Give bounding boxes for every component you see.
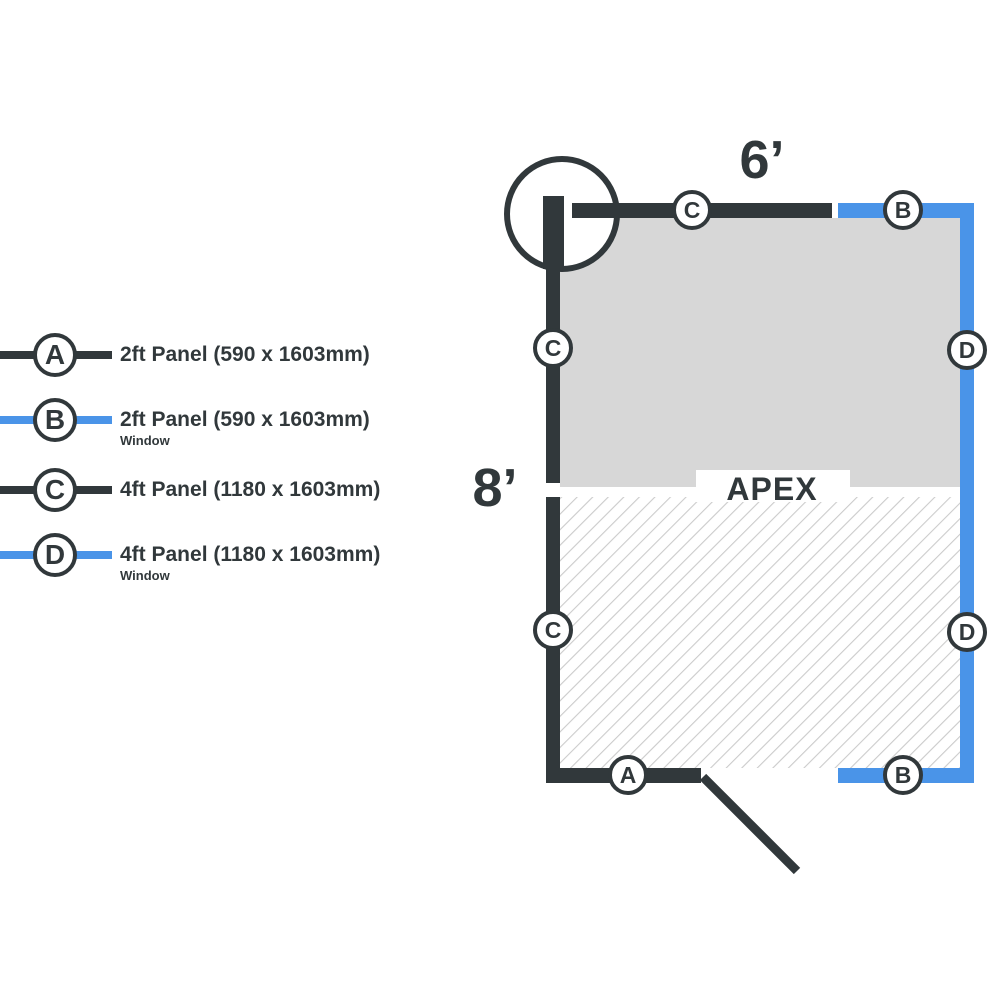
badge-top-c: C [672, 190, 712, 230]
panel-d-text: 4ft Panel (1180 x 1603mm) Window [120, 542, 380, 583]
badge-left-upper-c: C [533, 328, 573, 368]
interior-upper-gray [560, 218, 962, 487]
panel-a-text: 2ft Panel (590 x 1603mm) [120, 342, 370, 368]
panel-a-label: 2ft Panel (590 x 1603mm) [120, 343, 370, 366]
panel-b-sublabel: Window [120, 433, 170, 448]
panel-d-sublabel: Window [120, 568, 170, 583]
badge-bottom-a-letter: A [620, 762, 637, 788]
legend-item-c: C 4ft Panel (1180 x 1603mm) [0, 468, 450, 512]
panel-d-badge: D [33, 533, 77, 577]
panel-b-letter: B [44, 404, 66, 435]
legend-item-d: D 4ft Panel (1180 x 1603mm) Window [0, 533, 450, 583]
panel-a-letter: A [44, 339, 66, 370]
interior-lower-hatch [560, 497, 962, 768]
panel-c-label: 4ft Panel (1180 x 1603mm) [120, 478, 381, 501]
legend-item-b: B 2ft Panel (590 x 1603mm) Window [0, 398, 450, 448]
badge-bottom-b-letter: B [895, 762, 912, 788]
panel-a-badge: A [33, 333, 77, 377]
panel-c-letter: C [44, 474, 66, 505]
badge-right-lower-d-letter: D [959, 619, 976, 645]
panel-d-label: 4ft Panel (1180 x 1603mm) [120, 543, 381, 566]
door-swing-line [699, 773, 801, 875]
apex-label-backing [696, 470, 850, 502]
panel-b-text: 2ft Panel (590 x 1603mm) Window [120, 407, 370, 448]
panel-b-badge: B [33, 398, 77, 442]
panel-c-text: 4ft Panel (1180 x 1603mm) [120, 477, 380, 503]
badge-top-b-letter: B [895, 197, 912, 223]
badge-top-c-letter: C [684, 197, 701, 223]
wall-right-d-window [960, 203, 974, 783]
width-dimension-label: 6’ [739, 130, 784, 190]
apex-label: APEX [726, 471, 817, 507]
badge-left-upper-c-letter: C [545, 335, 562, 361]
badge-right-lower-d: D [947, 612, 987, 652]
legend-item-a: A 2ft Panel (590 x 1603mm) [0, 333, 450, 377]
badge-bottom-a: A [608, 755, 648, 795]
panel-c-badge: C [33, 468, 77, 512]
panel-d-letter: D [44, 539, 66, 570]
badge-bottom-b: B [883, 755, 923, 795]
depth-dimension-label: 8’ [472, 458, 517, 518]
badge-left-lower-c-letter: C [545, 617, 562, 643]
panel-b-label: 2ft Panel (590 x 1603mm) [120, 408, 370, 431]
badge-right-upper-d-letter: D [959, 337, 976, 363]
badge-left-lower-c: C [533, 610, 573, 650]
badge-right-upper-d: D [947, 330, 987, 370]
badge-top-b: B [883, 190, 923, 230]
